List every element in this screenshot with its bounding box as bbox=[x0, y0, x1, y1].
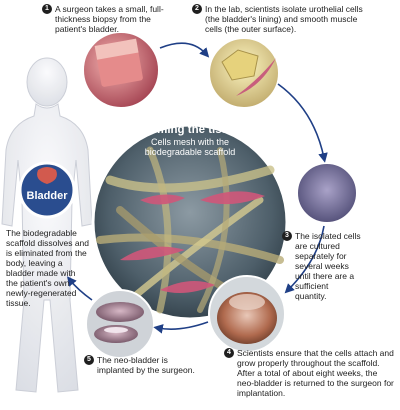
central-heading: Forming the tissue Cells mesh with the b… bbox=[123, 124, 257, 157]
step-3-text: The isolated cells are cultured separate… bbox=[295, 231, 361, 301]
step-1-number: 1 bbox=[42, 4, 52, 14]
central-title: Forming the tissue bbox=[138, 124, 242, 136]
arrow-5-to-body bbox=[67, 276, 93, 301]
step-4-caption: 4 Scientists ensure that the cells attac… bbox=[224, 348, 396, 398]
scaffold-dish-image bbox=[208, 275, 286, 353]
step-2-text: In the lab, scientists isolate urothelia… bbox=[205, 4, 363, 34]
step-1-caption: 1 A surgeon takes a small, full-thicknes… bbox=[42, 4, 177, 34]
human-figure-illustration bbox=[1, 57, 93, 393]
step-1-text: A surgeon takes a small, full-thickness … bbox=[55, 4, 164, 34]
step-2-caption: 2 In the lab, scientists isolate urothel… bbox=[192, 4, 372, 34]
scaffold-dissolve-note: The biodegradable scaffold dissolves and… bbox=[6, 228, 90, 308]
isolated-cells-image bbox=[208, 37, 280, 109]
arrow-4-to-5 bbox=[153, 321, 209, 334]
biopsy-tissue-image bbox=[82, 31, 160, 109]
step-5-text: The neo-bladder is implanted by the surg… bbox=[97, 355, 195, 375]
central-subtitle-line-1: Cells mesh with the bbox=[150, 137, 230, 147]
arrow-2-to-3 bbox=[277, 83, 328, 163]
step-4-number: 4 bbox=[224, 348, 234, 358]
cultured-cells-image bbox=[296, 162, 358, 224]
step-5-number: 5 bbox=[84, 355, 94, 365]
step-2-number: 2 bbox=[192, 4, 202, 14]
step-5-caption: 5 The neo-bladder is implanted by the su… bbox=[84, 355, 202, 375]
step-3-caption: 3 The isolated cells are cultured separa… bbox=[282, 231, 362, 301]
neo-bladder-image bbox=[85, 289, 155, 359]
bladder-label: Bladder bbox=[26, 190, 68, 202]
central-tissue-image bbox=[91, 123, 289, 321]
step-4-text: Scientists ensure that the cells attach … bbox=[237, 348, 394, 398]
bladder-circle bbox=[18, 161, 76, 219]
flow-arrows bbox=[67, 42, 328, 334]
arrow-1-to-2 bbox=[159, 42, 210, 58]
step-3-number: 3 bbox=[282, 231, 292, 241]
arrow-3-to-4 bbox=[284, 225, 325, 294]
central-subtitle-line-2: biodegradable scaffold bbox=[144, 147, 236, 157]
